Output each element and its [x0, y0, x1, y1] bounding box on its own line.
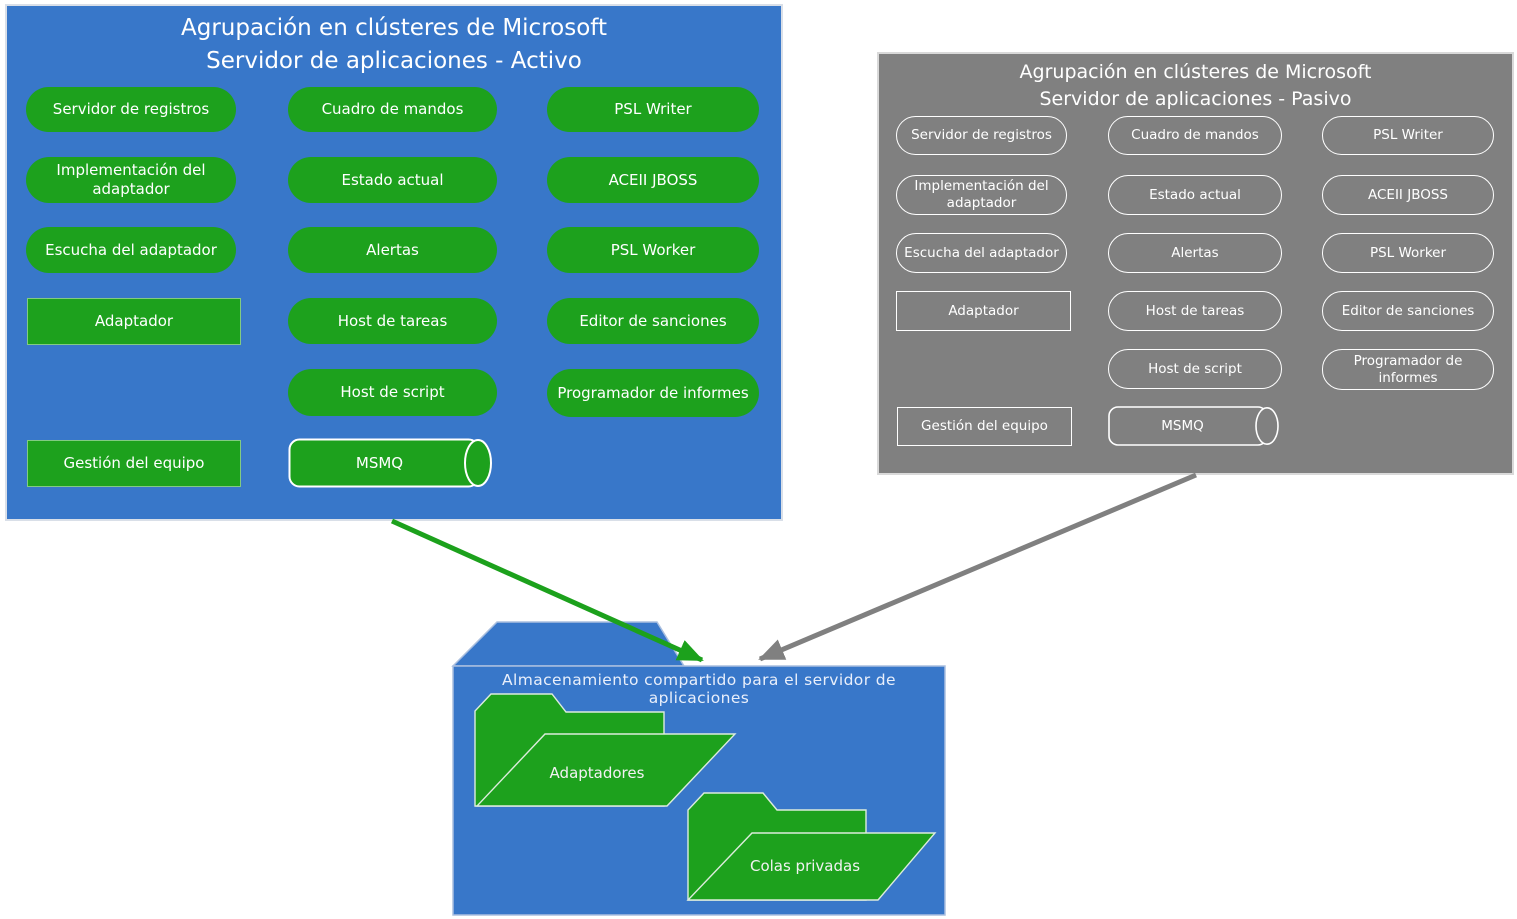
- shared-storage-tab: [451, 621, 686, 667]
- passive-node-servidor-de-registros: Servidor de registros: [896, 116, 1067, 155]
- shared-storage-title: Almacenamiento compartido para el servid…: [502, 671, 896, 707]
- passive-node-alertas: Alertas: [1108, 233, 1282, 273]
- active-title-line1: Agrupación en clústeres de Microsoft: [181, 15, 607, 41]
- active-node-psl-writer: PSL Writer: [547, 87, 759, 132]
- active-node-alertas: Alertas: [288, 227, 497, 273]
- passive-node-implementacion-del-adaptador: Implementación del adaptador: [896, 175, 1067, 215]
- active-node-programador-de-informes: Programador de informes: [547, 369, 759, 417]
- folder-colas-privadas-label: Colas privadas: [749, 857, 861, 875]
- queue-cylinder-icon: [1108, 406, 1279, 446]
- passive-node-msmq-queue: MSMQ: [1108, 406, 1281, 446]
- passive-node-host-de-tareas: Host de tareas: [1108, 291, 1282, 331]
- active-title-line2: Servidor de aplicaciones - Activo: [206, 48, 582, 74]
- passive-node-adaptador: Adaptador: [896, 291, 1071, 331]
- passive-node-host-de-script: Host de script: [1108, 349, 1282, 389]
- passive-title-line1: Agrupación en clústeres de Microsoft: [1019, 61, 1372, 83]
- passive-node-psl-worker: PSL Worker: [1322, 233, 1494, 273]
- active-node-estado-actual: Estado actual: [288, 157, 497, 203]
- active-node-aceii-jboss: ACEII JBOSS: [547, 157, 759, 203]
- passive-node-estado-actual: Estado actual: [1108, 175, 1282, 215]
- arrow-active-to-storage: [390, 518, 704, 663]
- active-node-psl-worker: PSL Worker: [547, 227, 759, 273]
- active-node-msmq-label: MSMQ: [355, 453, 404, 472]
- active-node-servidor-de-registros: Servidor de registros: [26, 87, 236, 132]
- passive-node-aceii-jboss: ACEII JBOSS: [1322, 175, 1494, 215]
- passive-node-cuadro-de-mandos: Cuadro de mandos: [1108, 116, 1282, 155]
- active-node-msmq-queue: MSMQ: [288, 438, 495, 488]
- passive-title-line2: Servidor de aplicaciones - Pasivo: [1039, 88, 1352, 110]
- folder-adaptadores-back-icon: [474, 693, 665, 807]
- active-cluster-title: Agrupación en clústeres de Microsoft Ser…: [5, 12, 783, 78]
- active-node-adaptador: Adaptador: [27, 298, 241, 345]
- folder-colas-privadas-back-icon: [687, 792, 867, 901]
- passive-node-programador-de-informes: Programador de informes: [1322, 349, 1494, 390]
- queue-cylinder-icon: [288, 438, 492, 488]
- active-node-gestion-del-equipo: Gestión del equipo: [27, 440, 241, 487]
- active-node-host-de-script: Host de script: [288, 369, 497, 416]
- arrow-passive-to-storage: [758, 472, 1197, 662]
- active-node-cuadro-de-mandos: Cuadro de mandos: [288, 87, 497, 132]
- passive-node-psl-writer: PSL Writer: [1322, 116, 1494, 155]
- active-node-escucha-del-adaptador: Escucha del adaptador: [26, 227, 236, 273]
- folder-adaptadores-label: Adaptadores: [549, 764, 645, 782]
- active-node-host-de-tareas: Host de tareas: [288, 298, 497, 344]
- passive-cluster-title: Agrupación en clústeres de Microsoft Ser…: [877, 59, 1514, 113]
- passive-node-editor-de-sanciones: Editor de sanciones: [1322, 291, 1494, 331]
- passive-node-msmq-label: MSMQ: [1161, 417, 1204, 434]
- passive-node-escucha-del-adaptador: Escucha del adaptador: [896, 233, 1067, 273]
- active-node-editor-de-sanciones: Editor de sanciones: [547, 298, 759, 344]
- active-node-implementacion-del-adaptador: Implementación del adaptador: [26, 157, 236, 203]
- passive-node-gestion-del-equipo: Gestión del equipo: [897, 407, 1072, 446]
